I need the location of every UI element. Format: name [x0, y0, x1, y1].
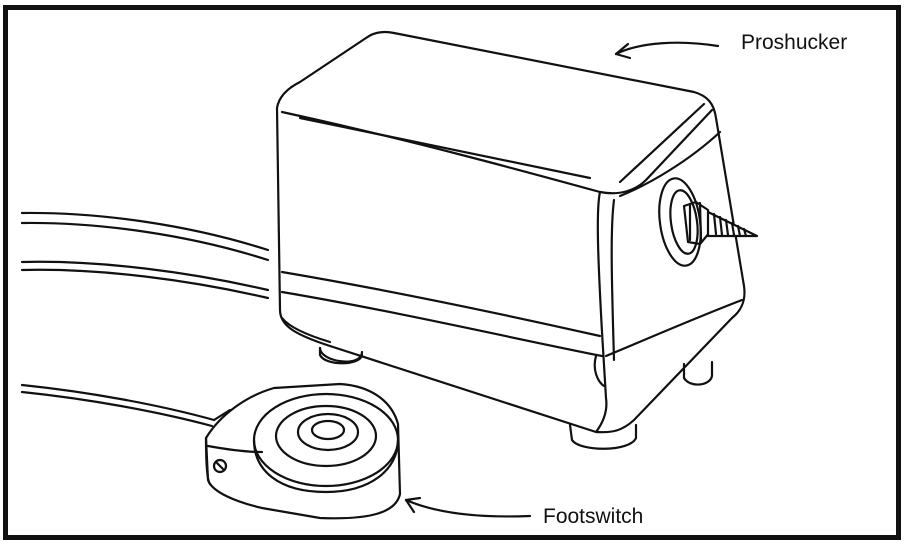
footswitch-unit [204, 382, 402, 520]
arrow-proshucker [614, 41, 720, 60]
power-cables [20, 211, 270, 300]
shucker-nozzle [658, 177, 759, 267]
label-proshucker: Proshucker [741, 31, 848, 54]
proshucker-unit [275, 30, 746, 450]
footswitch-cable [20, 383, 216, 428]
figure-frame [3, 5, 901, 540]
label-footswitch: Footswitch [543, 505, 644, 528]
arrow-footswitch [404, 496, 532, 518]
